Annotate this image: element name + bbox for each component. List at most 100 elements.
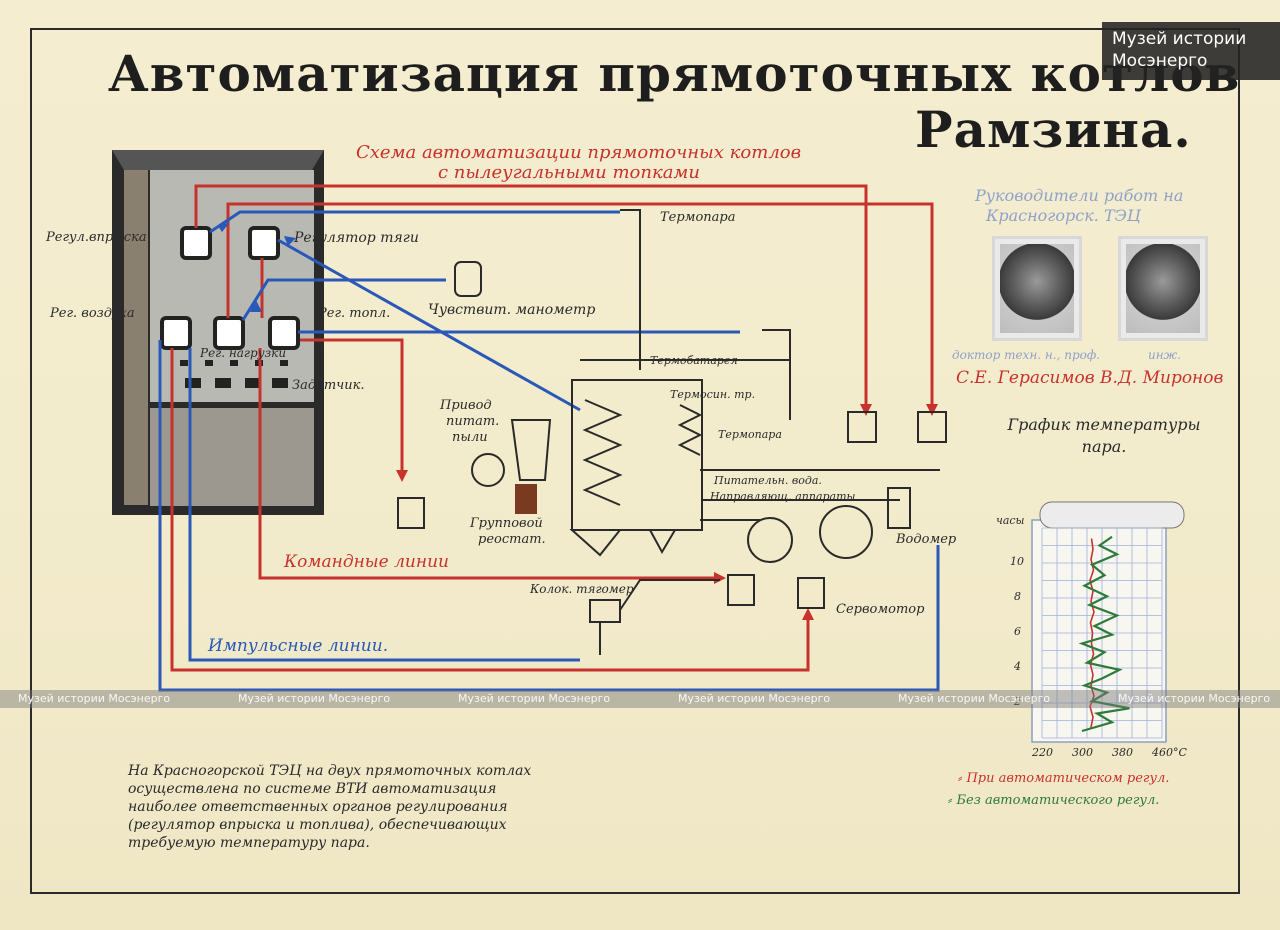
chart-series-auto-line [1089,538,1095,728]
watermark-text: Музей истории Мосэнерго [18,692,171,705]
servomotor [797,577,825,609]
gauge-vozduha [160,316,192,350]
kolok-tyagomer [589,599,621,623]
gauge-vpryska [180,226,212,260]
feeder-wheel [471,453,505,487]
label-komandnye: Командные линии [284,552,449,572]
boiler-hopper-left [569,529,623,557]
label-pitat-voda: Питательн. вода. [714,474,822,487]
leaders-names: С.Е. Герасимов В.Д. Миронов [956,368,1224,388]
label-termobatareya: Термобатарея [650,354,738,367]
fan-left [747,517,793,563]
chart-paper [1031,519,1167,743]
label-gruppovoy-1: Групповой [470,516,543,531]
temperature-chart [1031,501,1185,743]
watermark-text: Музей истории Мосэнерго [898,692,1051,705]
chart-x-tick: 380 [1112,746,1133,759]
legend-manual: ⸗ Без автоматического регул. [948,793,1160,808]
bottom-note: На Красногорской ТЭЦ на двух прямоточных… [128,763,532,851]
legend-manual-label: Без автоматического регул. [956,793,1160,808]
cabinet-lower-panel [150,408,314,506]
photo-mironov-portrait [1126,244,1200,333]
label-servomotor: Сервомотор [836,602,925,617]
motor-pyl [397,497,425,529]
label-gruppovoy-2: реостат. [478,532,546,547]
chart-x-tick: 220 [1032,746,1053,759]
label-termopara-mid: Термопара [718,428,782,441]
boiler-equipment [397,209,947,655]
label-napr-apparat: Направляющ. аппараты [710,490,856,503]
label-privod-2: питат. [446,414,500,429]
watermark-text: Музей истории Мосэнерго [238,692,391,705]
chart-series-manual-line [1078,535,1130,733]
label-manometr: Чувствит. манометр [428,302,596,318]
chart-roll [1039,501,1185,529]
leaders-heading-line1: Руководители работ на [975,186,1184,205]
label-privod-1: Привод [440,398,492,413]
boiler-hopper-right [648,529,677,555]
chart-y-tick: 4 [1014,660,1021,673]
motor-1 [727,574,755,606]
chart-y-tick: 6 [1014,625,1021,638]
label-termosin: Термосин. тр. [670,388,756,401]
cabinet-side [124,170,148,505]
label-impulsnye: Импульсные линии. [208,636,389,656]
chart-series-group [1078,535,1130,733]
manometer-coil [454,261,482,297]
legend-auto-label: При автоматическом регул. [966,771,1170,786]
scheme-title-line2: с пылеугальными топками [438,162,700,183]
chart-x-tick: 300 [1072,746,1093,759]
boiler-body [571,379,703,531]
caption-mironov: инж. [1148,348,1182,362]
label-zadatchik: Задатчик. [292,378,365,393]
chart-y-tick: 2 [1014,695,1021,708]
chart-title: График температуры пара. [1007,415,1201,456]
cabinet-top [112,150,324,170]
gauge-nagruzki [213,316,245,350]
watermark-text: Музей истории Мосэнерго [1118,692,1271,705]
fuel-hopper [510,419,552,481]
command-arrows [396,404,938,620]
label-termopara-top: Термопара [660,210,736,225]
vodomer [887,487,911,529]
label-reg-tyagi: Регулятор тяги [294,230,419,246]
gauge-topl [268,316,300,350]
chart-y-label: часы [996,514,1025,527]
label-vodomer: Водомер [896,532,957,547]
poster-title-line1: Автоматизация прямоточных котлов [108,44,1241,103]
chart-y-tick: 8 [1014,590,1021,603]
gauge-tyagi [248,226,280,260]
chart-x-tick: 460°C [1152,746,1187,759]
fan-right [819,505,873,559]
scheme-title-line1: Схема автоматизации прямоточных котлов [356,142,802,163]
superheater-coil [677,404,703,456]
watermark-band [0,690,1280,708]
boiler-coil [582,399,623,506]
watermark-text: Музей истории Мосэнерго [458,692,611,705]
impulse-lines [158,210,940,692]
label-reg-vpryska: Регул.впрыска [46,230,147,245]
regulator-valve-2 [917,411,947,443]
label-reg-topl: Рег. топл. [318,306,391,321]
poster-title-line2: Рамзина. [915,100,1192,159]
photo-gerasimov-portrait [1000,244,1074,333]
fuel-chute [515,484,537,514]
museum-badge-line2: Мосэнерго [1112,51,1208,71]
impulse-arrows [218,222,296,312]
chart-y-tick: 10 [1010,555,1024,568]
leaders-heading-line2: Красногорск. ТЭЦ [986,206,1141,225]
command-lines [170,184,934,672]
watermark-text: Музей истории Мосэнерго [678,692,831,705]
photo-mironov [1118,236,1208,341]
label-privod-3: пыли [452,430,488,445]
museum-badge-line1: Музей истории [1112,29,1247,49]
label-reg-nagruzki: Рег. нагрузки [200,346,287,360]
label-reg-vozduha: Рег. воздуха [50,306,135,321]
poster-frame [30,28,1240,894]
caption-gerasimov: доктор техн. н., проф. [952,348,1101,362]
legend-auto: ⸗ При автоматическом регул. [958,771,1170,786]
regulator-valve-1 [847,411,877,443]
label-kolok: Колок. тягомер [530,582,634,596]
